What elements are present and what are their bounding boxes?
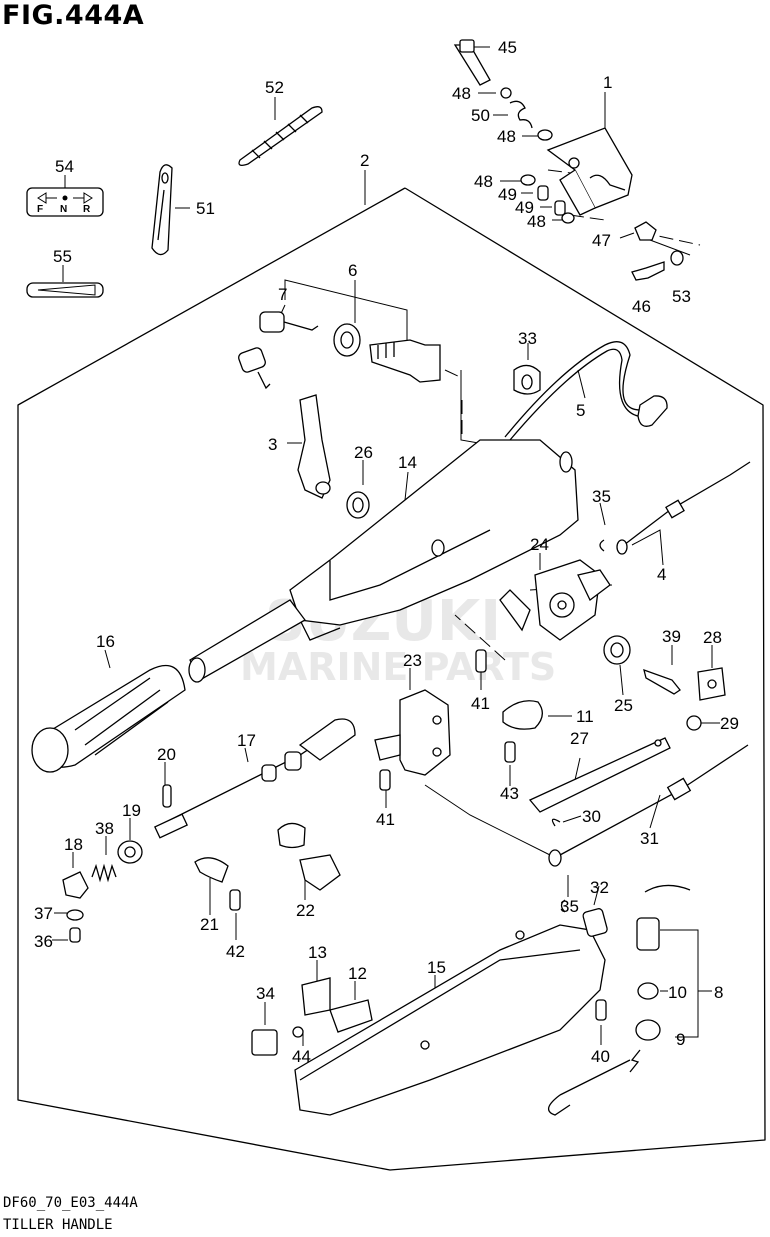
callout-7: 7 <box>278 285 287 304</box>
callouts: 1 2 3 4 5 6 7 8 9 10 11 12 13 14 15 16 1… <box>34 38 739 1066</box>
callout-33: 33 <box>518 329 537 348</box>
callout-20: 20 <box>157 745 176 764</box>
callout-47: 47 <box>592 231 611 250</box>
shift-rod <box>528 737 749 867</box>
callout-15: 15 <box>427 958 446 977</box>
callout-27: 27 <box>570 729 589 748</box>
callout-50: 50 <box>471 106 490 125</box>
callout-3: 3 <box>268 435 277 454</box>
bushing <box>346 491 370 519</box>
callout-4: 4 <box>657 565 666 584</box>
callout-1: 1 <box>603 73 612 92</box>
callout-10: 10 <box>668 983 687 1002</box>
callout-11: 11 <box>576 707 594 726</box>
callout-34: 34 <box>256 984 275 1003</box>
switch-bracket <box>374 649 487 791</box>
callout-9: 9 <box>676 1030 685 1049</box>
throttle-cable <box>599 461 751 555</box>
callout-30: 30 <box>582 807 601 826</box>
callout-28: 28 <box>703 628 722 647</box>
shift-linkage <box>499 559 611 641</box>
callout-25: 25 <box>614 696 633 715</box>
callout-2: 2 <box>360 151 369 170</box>
callout-41-bottom: 41 <box>376 810 395 829</box>
callout-13: 13 <box>308 943 327 962</box>
callout-14: 14 <box>398 453 417 472</box>
callout-23: 23 <box>403 651 422 670</box>
figure-title: FIG.444A <box>2 0 145 31</box>
callout-49-b: 49 <box>515 198 534 217</box>
callout-52: 52 <box>265 78 284 97</box>
tiller-arm <box>289 439 579 641</box>
callout-55: 55 <box>53 247 72 266</box>
callout-36: 36 <box>34 932 53 951</box>
callout-53: 53 <box>672 287 691 306</box>
callout-31: 31 <box>640 829 659 848</box>
callout-8: 8 <box>714 983 723 1002</box>
callout-45: 45 <box>498 38 517 57</box>
stop-switch <box>548 884 691 1116</box>
callout-12: 12 <box>348 964 367 983</box>
shift-letter-r: R <box>83 204 91 215</box>
switch-parts <box>251 977 373 1056</box>
clamp-parts <box>194 822 341 911</box>
callout-48-a: 48 <box>452 84 471 103</box>
callout-5: 5 <box>576 401 585 420</box>
grip-sleeve <box>238 106 323 166</box>
callout-44: 44 <box>292 1047 311 1066</box>
screw-43 <box>504 741 516 763</box>
callout-37: 37 <box>34 904 53 923</box>
callout-26: 26 <box>354 443 373 462</box>
callout-41-top: 41 <box>471 694 490 713</box>
callout-42: 42 <box>226 942 245 961</box>
shift-letter-f: F <box>37 204 43 215</box>
watermark-sub: MARINE PARTS <box>240 645 556 689</box>
callout-48-d: 48 <box>527 212 546 231</box>
callout-22: 22 <box>296 901 315 920</box>
rubber-cap <box>502 700 543 730</box>
wiring-harness <box>504 341 668 441</box>
shift-label-plate: F N R <box>26 187 104 217</box>
callout-17: 17 <box>237 731 256 750</box>
callout-19: 19 <box>122 801 141 820</box>
throttle-lever <box>297 394 331 499</box>
callout-51: 51 <box>196 199 215 218</box>
callout-43: 43 <box>500 784 519 803</box>
grip-handle <box>31 599 306 773</box>
callout-48-c: 48 <box>474 172 493 191</box>
callout-35-top: 35 <box>592 487 611 506</box>
callout-48-b: 48 <box>497 127 516 146</box>
figure-name: TILLER HANDLE <box>3 1217 113 1233</box>
callout-35-bottom: 35 <box>560 897 579 916</box>
callout-18: 18 <box>64 835 83 854</box>
figure-code: DF60_70_E03_444A <box>3 1195 138 1211</box>
mount-bracket <box>453 39 684 281</box>
leader-lines <box>52 46 720 1046</box>
assembly-frame <box>17 187 766 1171</box>
callout-32: 32 <box>590 878 609 897</box>
grommet <box>513 364 541 395</box>
callout-16: 16 <box>96 632 115 651</box>
shift-cable <box>62 718 356 943</box>
wedge-label <box>26 282 104 298</box>
callout-46: 46 <box>632 297 651 316</box>
callout-54: 54 <box>55 157 74 176</box>
friction-strap <box>151 164 173 256</box>
ignition-switch <box>238 311 441 390</box>
callout-39: 39 <box>662 627 681 646</box>
callout-40: 40 <box>591 1047 610 1066</box>
callout-21: 21 <box>200 915 219 934</box>
shift-letter-n: N <box>60 204 67 215</box>
small-parts-right <box>603 635 726 731</box>
callout-6: 6 <box>348 261 357 280</box>
callout-49-a: 49 <box>498 185 517 204</box>
lower-cover <box>294 924 606 1116</box>
callout-29: 29 <box>720 714 739 733</box>
cover-fasteners <box>560 899 608 1021</box>
callout-24: 24 <box>530 535 549 554</box>
callout-38: 38 <box>95 819 114 838</box>
